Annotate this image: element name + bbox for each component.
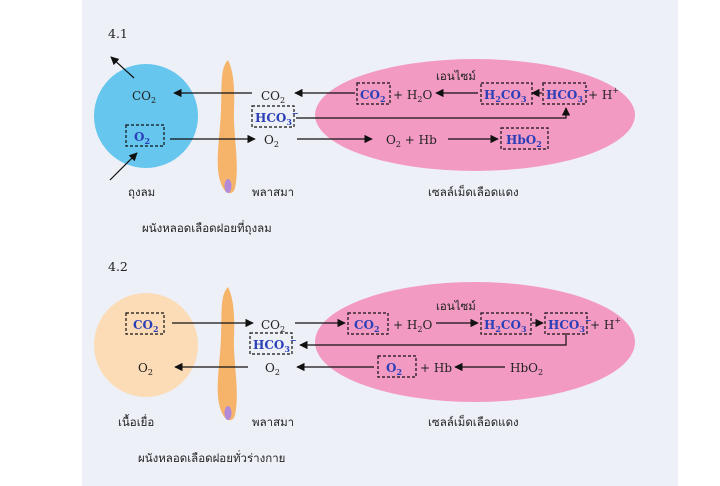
- hbo2-text: HbO2: [506, 133, 542, 149]
- capillary-wall-shape: [217, 287, 237, 421]
- hbo2-box: [500, 127, 549, 150]
- caption-4-1: ผนังหลอดเลือดฝอยที่ถุงลม: [142, 220, 272, 235]
- hco3-cell-box: [544, 312, 588, 335]
- co2-plasma-text: CO2: [261, 89, 285, 105]
- co2-plasma-text: CO2: [261, 318, 285, 334]
- section-4-2: 4.2 CO2 O2 CO2 HCO3− O2 CO2 + H2O เอนไซม…: [94, 259, 635, 465]
- red-blood-cell-ellipse: [315, 59, 635, 171]
- capillary-wall-shape: [217, 60, 237, 194]
- arrow-hco3-plasma-to-cell: [296, 107, 571, 119]
- co2-cell-text: CO2: [354, 318, 380, 334]
- o2-cell-text: O2: [386, 361, 402, 377]
- co2-box: [356, 82, 391, 105]
- h2co3-text: H2CO3: [484, 88, 527, 104]
- hco3-cell-box: [542, 82, 587, 105]
- h2co3-box: [480, 82, 533, 105]
- h2co3-box: [480, 312, 532, 335]
- co2-alveolus-text: CO2: [132, 89, 156, 105]
- h-ion-text: + H+: [590, 316, 621, 332]
- enzyme-label: เอนไซม์: [436, 69, 476, 83]
- nucleus-shape: [224, 179, 232, 193]
- alveolus-circle: [94, 64, 198, 168]
- h2o-text: + H2O: [393, 88, 432, 104]
- hco3-plasma-text: HCO3−: [253, 335, 297, 354]
- rbc-label: เซลล์เม็ดเลือดแดง: [428, 414, 519, 429]
- section-number: 4.1: [108, 26, 128, 41]
- hco3-cell-text: HCO3−: [548, 315, 592, 334]
- arrow-hco3-cell-to-plasma: [299, 333, 567, 350]
- h2o-text: + H2O: [393, 318, 432, 334]
- o2-plasma-text: O2: [265, 361, 280, 377]
- o2-tissue-text: O2: [138, 361, 153, 377]
- alveolus-label: ถุงลม: [128, 185, 155, 199]
- h-ion-text: + H+: [588, 86, 619, 102]
- co2-tissue-box: [125, 312, 165, 335]
- section-number: 4.2: [108, 259, 128, 274]
- o2-box: [125, 124, 165, 147]
- hco3-box: [251, 105, 295, 128]
- o2-alveolus-text: O2: [134, 130, 150, 146]
- o2-hb-text: O2 + Hb: [386, 133, 437, 149]
- o2-inhale-arrow: [109, 152, 138, 181]
- red-blood-cell-ellipse: [315, 282, 635, 402]
- enzyme-label: เอนไซม์: [436, 299, 476, 313]
- nucleus-shape: [224, 406, 232, 420]
- plasma-label: พลาสมา: [252, 185, 294, 199]
- rbc-label: เซลล์เม็ดเลือดแดง: [428, 184, 519, 199]
- caption-4-2: ผนังหลอดเลือดฝอยทั่วร่างกาย: [138, 450, 285, 465]
- hco3-cell-text: HCO3−: [546, 85, 590, 104]
- co2-tissue-text: CO2: [133, 318, 159, 334]
- o2-plasma-text: O2: [264, 133, 279, 149]
- section-4-1: 4.1 CO2 O2 CO2 HCO3− O2 CO2 + H2O เอนไซม…: [94, 26, 635, 235]
- co2-cell-box: [347, 312, 389, 335]
- plasma-label: พลาสมา: [252, 415, 294, 429]
- tissue-circle: [94, 293, 198, 397]
- co2-exhale-arrow: [110, 56, 135, 79]
- tissue-label: เนื้อเยื่อ: [118, 414, 154, 429]
- co2-cell-text: CO2: [360, 88, 386, 104]
- h2co3-text: H2CO3: [484, 318, 527, 334]
- hco3-plasma-text: HCO3−: [255, 108, 299, 127]
- hb-text: + Hb: [420, 361, 452, 375]
- hbo2-text: HbO2: [510, 361, 543, 377]
- o2-cell-box: [377, 355, 417, 378]
- hco3-box: [249, 332, 293, 355]
